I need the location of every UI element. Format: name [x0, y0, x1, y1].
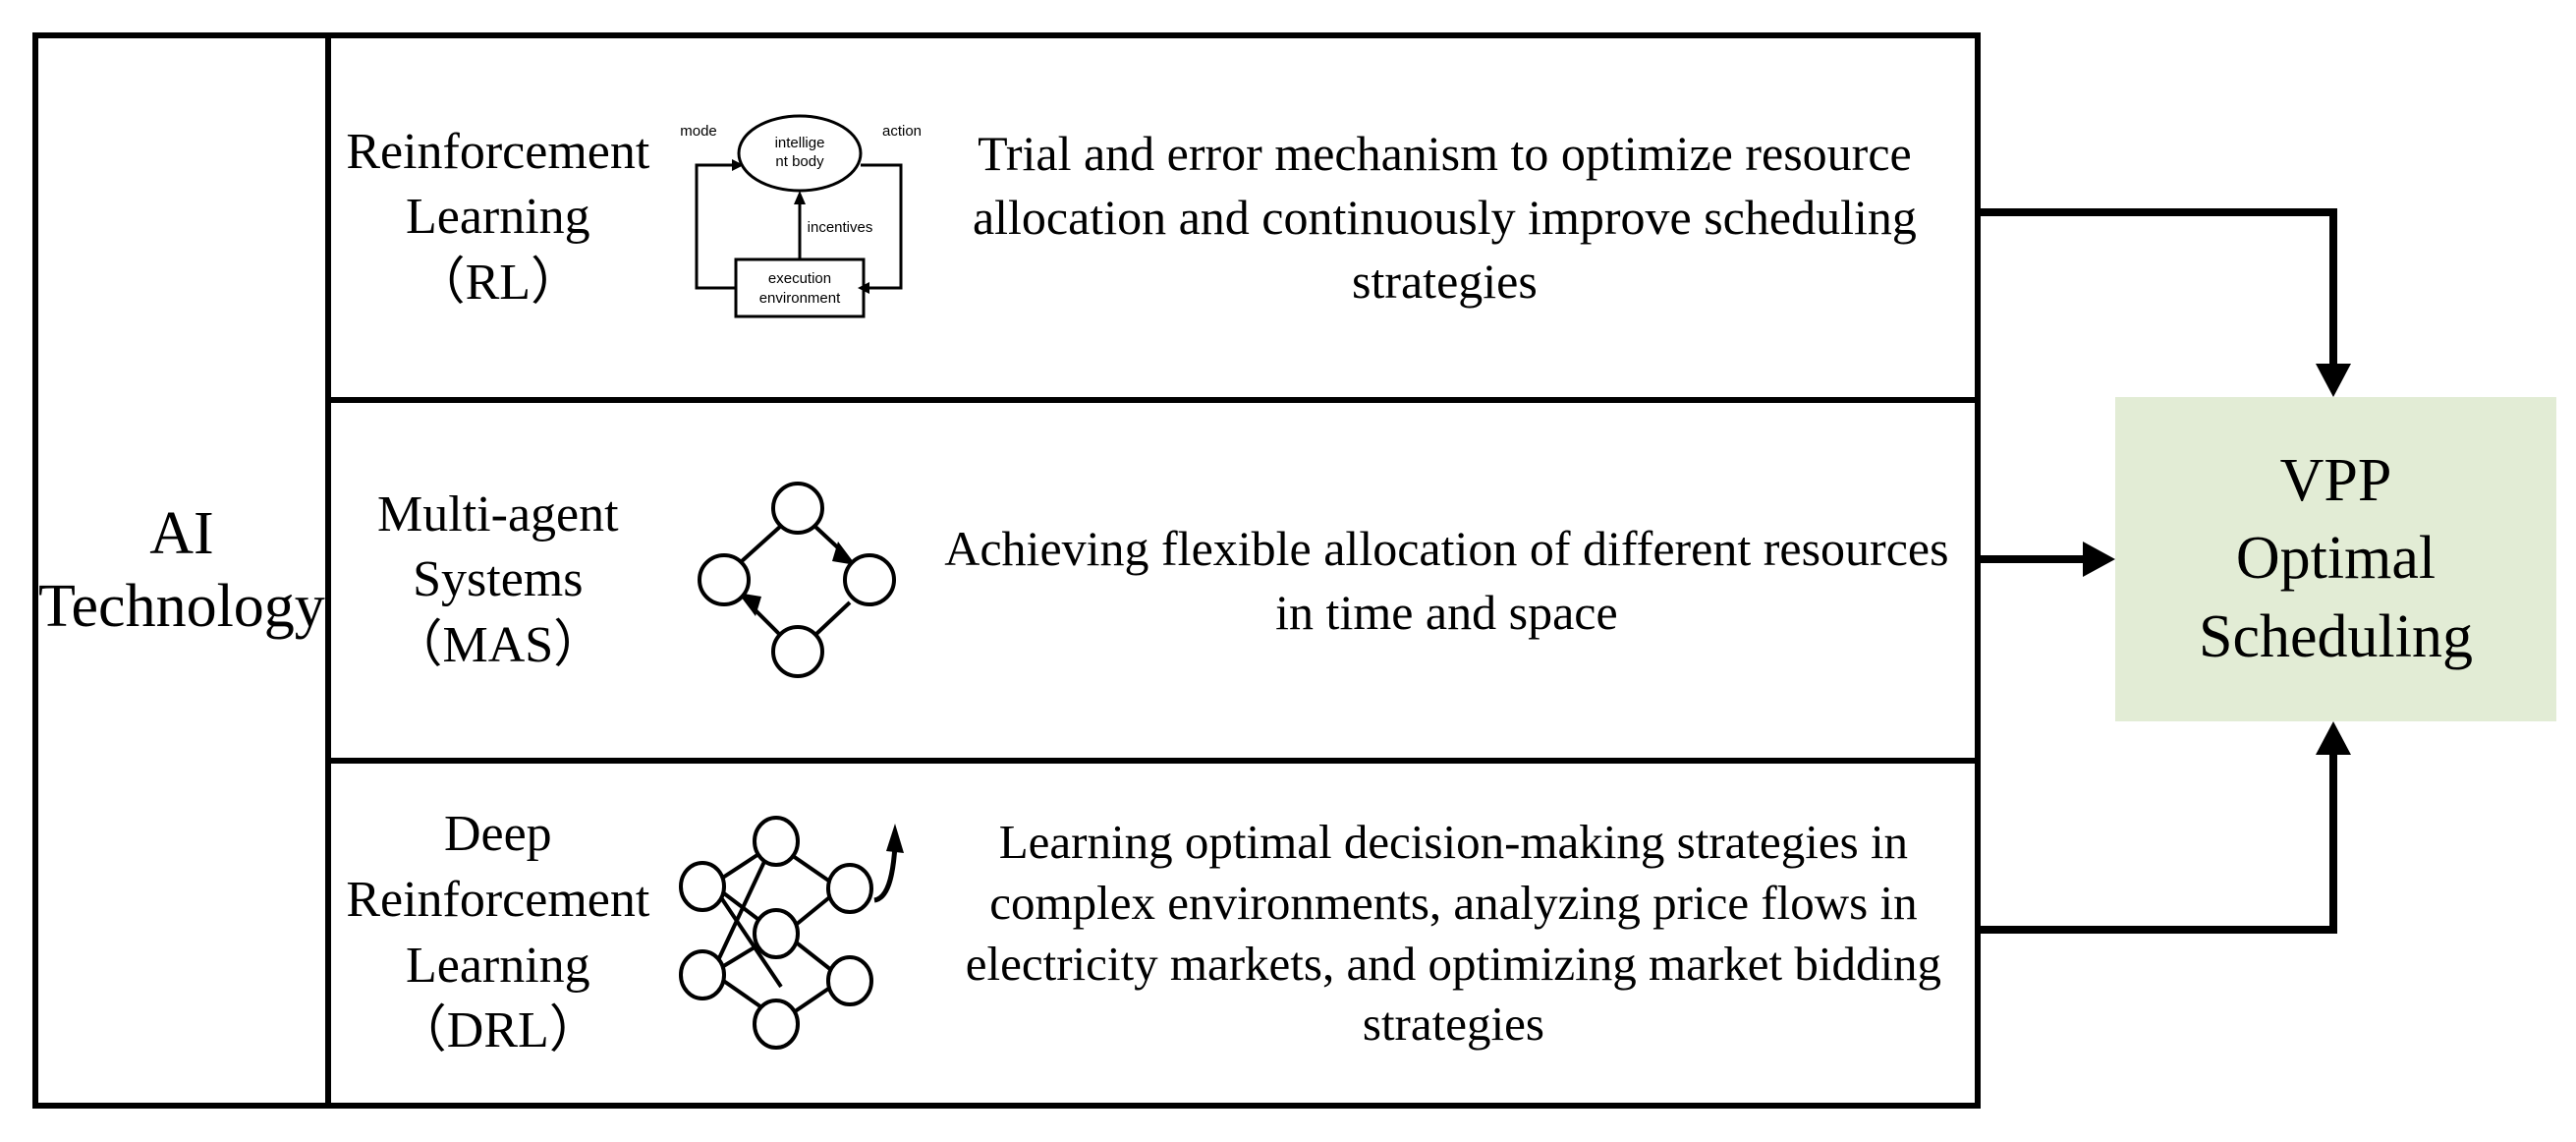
svg-text:nt body: nt body: [775, 153, 824, 170]
table-row-reinforcement-learning: Reinforcement Learning （RL） intellige nt…: [330, 38, 1975, 403]
multi-agent-ring-icon: [655, 475, 940, 686]
ai-technology-column: AI Technology: [38, 38, 331, 1103]
svg-text:execution: execution: [768, 270, 831, 287]
vpp-optimal-scheduling-box: VPP Optimal Scheduling: [2115, 397, 2556, 721]
row-description-drl: Learning optimal decision-making strateg…: [965, 815, 1942, 1052]
table-row-multi-agent-systems: Multi-agent Systems （MAS）: [330, 403, 1975, 764]
row-description-rl: Trial and error mechanism to optimize re…: [972, 126, 1917, 309]
ai-technology-label: AI Technology: [38, 500, 325, 640]
connector-rl-to-vpp: [1981, 208, 2351, 397]
row-label-rl: Reinforcement Learning （RL）: [346, 123, 650, 311]
svg-text:action: action: [882, 123, 922, 140]
svg-text:environment: environment: [759, 290, 841, 307]
svg-text:intellige: intellige: [774, 135, 824, 151]
row-label-mas: Multi-agent Systems （MAS）: [377, 485, 619, 673]
vpp-optimal-scheduling-label: VPP Optimal Scheduling: [2199, 446, 2473, 670]
technology-rows: Reinforcement Learning （RL） intellige nt…: [330, 38, 1975, 1103]
svg-text:mode: mode: [680, 123, 717, 140]
svg-text:incentives: incentives: [807, 219, 872, 236]
reinforcement-learning-loop-icon: intellige nt body execution environment …: [655, 110, 940, 326]
row-description-mas: Achieving flexible allocation of differe…: [944, 520, 1949, 640]
connector-mas-to-vpp: [1981, 542, 2115, 577]
connector-drl-to-vpp: [1981, 721, 2351, 934]
table-row-deep-reinforcement-learning: Deep Reinforcement Learning （DRL）: [331, 764, 1975, 1103]
ai-technology-matrix: AI Technology Reinforcement Learning （RL…: [32, 32, 1981, 1109]
row-label-drl: Deep Reinforcement Learning （DRL）: [346, 806, 650, 1059]
neural-network-icon: [655, 808, 940, 1058]
